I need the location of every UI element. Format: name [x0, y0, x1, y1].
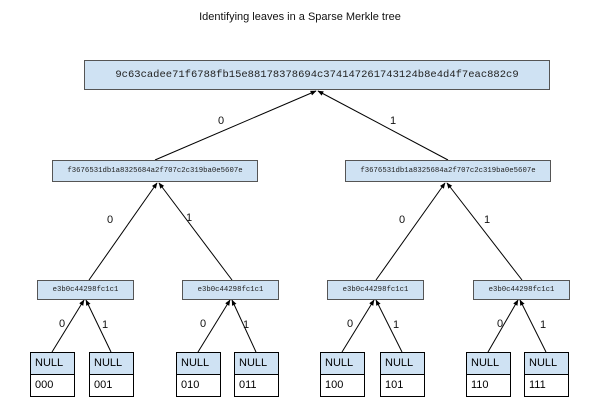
edge-label-l2c-left: 0 [347, 318, 354, 330]
leaf-path: 010 [181, 379, 200, 391]
edge-label-l2a-left: 0 [59, 318, 66, 330]
edge-label-root-right: 1 [390, 115, 397, 127]
edge-label-l2a-right: 1 [102, 319, 109, 331]
leaf-value: NULL [90, 353, 133, 375]
edge-l2a-left [51, 299, 85, 353]
edge-l2d-right [519, 299, 547, 353]
edge-label-l2b-right: 1 [243, 319, 250, 331]
leaf-010: NULL 010 [176, 352, 221, 397]
leaf-101: NULL 101 [380, 352, 425, 397]
leaf-001: NULL 001 [89, 352, 134, 397]
edge-label-l2d-right: 1 [540, 319, 547, 331]
leaf-path: 111 [529, 379, 546, 391]
edge-l2c-left [341, 299, 375, 353]
leaf-value: NULL [177, 353, 220, 375]
edge-l1b-right [446, 182, 523, 281]
level2-node-11: e3b0c44298fc1c1 [473, 280, 570, 300]
edge-label-l2d-left: 0 [497, 318, 504, 330]
level1-right-hash-node: f3676531db1a8325684a2f707c2c319ba0e5607e [345, 160, 551, 182]
level2-node-00: e3b0c44298fc1c1 [37, 280, 134, 300]
leaf-path: 100 [325, 379, 344, 391]
leaf-path: 101 [385, 379, 404, 391]
leaf-path: 000 [35, 379, 54, 391]
leaf-value: NULL [235, 353, 278, 375]
leaf-111: NULL 111 [524, 352, 569, 397]
edge-l2b-right [231, 299, 257, 353]
leaf-100: NULL 100 [320, 352, 365, 397]
edge-l1a-left [88, 182, 158, 281]
edge-l2a-right [85, 299, 112, 353]
edge-l1a-right [158, 182, 233, 281]
edge-label-l2b-left: 0 [200, 318, 207, 330]
edge-label-l1a-left: 0 [107, 214, 114, 226]
edge-label-root-left: 0 [218, 115, 225, 127]
leaf-value: NULL [525, 353, 568, 375]
level2-node-10: e3b0c44298fc1c1 [327, 280, 424, 300]
edge-label-l1a-right: 1 [186, 212, 193, 224]
leaf-value: NULL [31, 353, 74, 375]
edge-root-right [317, 90, 449, 161]
edge-label-l1b-left: 0 [399, 214, 406, 226]
root-hash-node: 9c63cadee71f6788fb15e88178378694c3741472… [84, 60, 550, 90]
level2-node-01: e3b0c44298fc1c1 [182, 280, 279, 300]
leaf-path: 011 [239, 379, 257, 391]
leaf-value: NULL [321, 353, 364, 375]
edge-label-l1b-right: 1 [484, 214, 491, 226]
level1-left-hash-node: f3676531db1a8325684a2f707c2c319ba0e5607e [52, 160, 258, 182]
leaf-110: NULL 110 [466, 352, 511, 397]
leaf-000: NULL 000 [30, 352, 75, 397]
diagram-title: Identifying leaves in a Sparse Merkle tr… [199, 11, 401, 23]
edge-l1b-left [375, 182, 446, 281]
edge-l2d-left [487, 299, 519, 353]
leaf-path: 001 [94, 379, 113, 391]
leaf-011: NULL 011 [234, 352, 279, 397]
leaf-value: NULL [467, 353, 510, 375]
edge-l2c-right [375, 299, 403, 353]
edge-root-left [154, 90, 317, 161]
edge-l2b-left [197, 299, 231, 353]
edge-label-l2c-right: 1 [393, 319, 400, 331]
leaf-value: NULL [381, 353, 424, 375]
leaf-path: 110 [471, 379, 489, 391]
